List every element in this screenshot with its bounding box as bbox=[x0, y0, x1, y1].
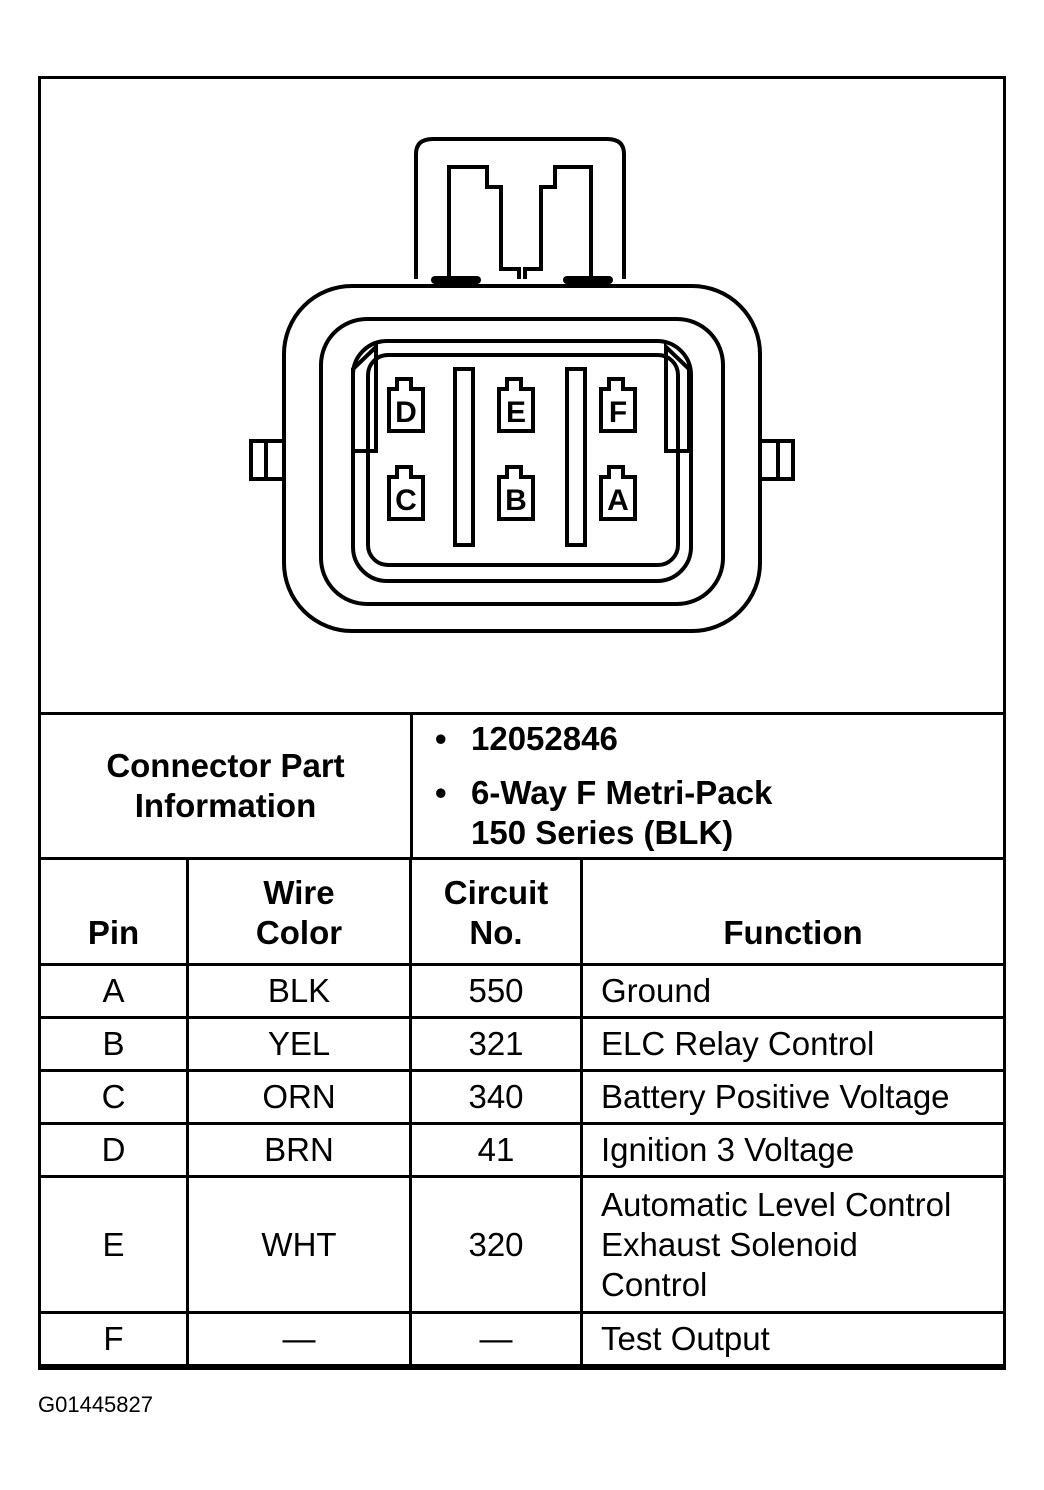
cavity-d-outline bbox=[387, 377, 425, 433]
connector-face bbox=[351, 339, 693, 583]
header-circuit-line2: No. bbox=[469, 914, 523, 951]
tab-rib-right bbox=[563, 276, 613, 284]
function-line: Ignition 3 Voltage bbox=[601, 1131, 855, 1168]
header-function: Function bbox=[580, 857, 1006, 966]
function-line: ELC Relay Control bbox=[601, 1025, 875, 1062]
cavity-label-a: A bbox=[607, 484, 629, 517]
locking-tab bbox=[414, 137, 626, 279]
circuit-cell: — bbox=[409, 1311, 583, 1367]
connector-info-values: 12052846 6-Way F Metri-Pack 150 Series (… bbox=[410, 712, 1006, 860]
cavity-block bbox=[366, 353, 680, 567]
pinout-header-row: Pin Wire Color Circuit No. Function bbox=[38, 857, 1006, 966]
cavity-f-outline bbox=[599, 377, 637, 433]
connector-description-line2: 150 Series (BLK) bbox=[471, 814, 734, 851]
function-line: Exhaust Solenoid bbox=[601, 1225, 858, 1263]
header-wire-color-line2: Color bbox=[255, 914, 343, 951]
function-line: Battery Positive Voltage bbox=[601, 1078, 950, 1115]
circuit-cell: 41 bbox=[409, 1122, 583, 1178]
header-circuit-line1: Circuit bbox=[443, 874, 549, 911]
function-line: Ground bbox=[601, 972, 712, 1009]
function-cell: ELC Relay Control bbox=[580, 1016, 1006, 1072]
cavity-label-f: F bbox=[609, 396, 627, 429]
function-line: Automatic Level Control bbox=[601, 1185, 952, 1223]
connector-face-diagram: D E F C B A bbox=[249, 137, 795, 633]
pin-cell: A bbox=[38, 963, 189, 1019]
header-wire-color: Wire Color bbox=[186, 857, 412, 966]
cavity-label-c: C bbox=[395, 484, 417, 517]
diagram-frame: D E F C B A Connector Part Information 1… bbox=[38, 76, 1006, 1370]
cavity-b-outline bbox=[497, 465, 535, 521]
part-number: 12052846 bbox=[435, 719, 1003, 759]
cavity-a-outline bbox=[599, 465, 637, 521]
header-pin: Pin bbox=[38, 857, 189, 966]
connector-info-table: Connector Part Information 12052846 6-Wa… bbox=[38, 712, 1006, 860]
function-cell: Ground bbox=[580, 963, 1006, 1019]
function-cell: Test Output bbox=[580, 1311, 1006, 1367]
tab-rib-left bbox=[431, 276, 481, 284]
function-line: Test Output bbox=[601, 1320, 770, 1357]
pin-cell: E bbox=[38, 1175, 189, 1314]
pin-cell: F bbox=[38, 1311, 189, 1367]
separator-left bbox=[453, 367, 475, 547]
circuit-cell: 340 bbox=[409, 1069, 583, 1125]
pin-cell: C bbox=[38, 1069, 189, 1125]
wire-color-cell: WHT bbox=[186, 1175, 412, 1314]
wire-color-cell: ORN bbox=[186, 1069, 412, 1125]
function-cell: Ignition 3 Voltage bbox=[580, 1122, 1006, 1178]
circuit-cell: 320 bbox=[409, 1175, 583, 1314]
guide-right bbox=[664, 342, 691, 453]
pin-cell: B bbox=[38, 1016, 189, 1072]
wire-color-cell: — bbox=[186, 1311, 412, 1367]
header-circuit-no: Circuit No. bbox=[409, 857, 583, 966]
connector-inner-shell bbox=[319, 317, 725, 606]
connector-description-line1: 6-Way F Metri-Pack bbox=[435, 773, 1003, 813]
wire-color-cell: YEL bbox=[186, 1016, 412, 1072]
wire-color-cell: BRN bbox=[186, 1122, 412, 1178]
figure-id: G01445827 bbox=[38, 1392, 153, 1417]
locking-tab-slot bbox=[447, 165, 593, 279]
cavity-label-e: E bbox=[506, 396, 526, 429]
function-cell: Battery Positive Voltage bbox=[580, 1069, 1006, 1125]
cavity-label-b: B bbox=[505, 484, 527, 517]
side-latch-right bbox=[760, 439, 795, 481]
wire-color-cell: BLK bbox=[186, 963, 412, 1019]
circuit-cell: 321 bbox=[409, 1016, 583, 1072]
cavity-e-outline bbox=[497, 377, 535, 433]
function-line: Control bbox=[601, 1265, 708, 1303]
connector-info-label: Connector Part Information bbox=[38, 712, 413, 860]
cavity-c-outline bbox=[387, 465, 425, 521]
pin-cell: D bbox=[38, 1122, 189, 1178]
header-wire-color-line1: Wire bbox=[263, 874, 335, 911]
table-row: F——Test Output bbox=[38, 1311, 1006, 1367]
connector-outer-shell bbox=[282, 284, 762, 633]
separator-right bbox=[565, 367, 587, 547]
cavity-label-d: D bbox=[395, 396, 417, 429]
side-latch-left bbox=[249, 439, 284, 481]
circuit-cell: 550 bbox=[409, 963, 583, 1019]
guide-left bbox=[351, 342, 378, 453]
